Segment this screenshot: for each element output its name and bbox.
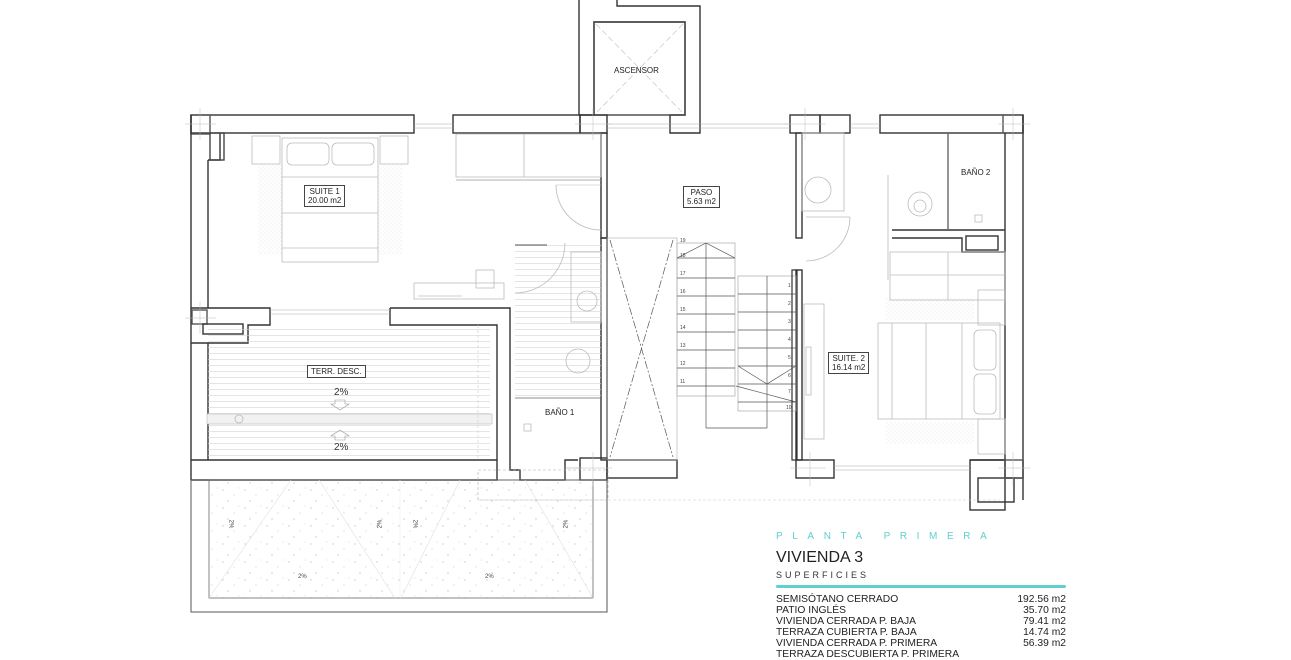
label-paso: PASO 5.63 m2 [683, 186, 720, 208]
slope-roof-6: 2% [485, 574, 494, 580]
surface-label: VIVIENDA CERRADA P. BAJA [776, 616, 917, 627]
paso-name: PASO [690, 188, 713, 197]
svg-text:15: 15 [680, 307, 686, 313]
roof-area [190, 469, 1000, 613]
svg-text:18: 18 [680, 253, 686, 259]
svg-text:14: 14 [680, 325, 686, 331]
table-row: PATIO INGLÉS 35.70 m2 [776, 605, 1076, 616]
svg-text:13: 13 [680, 343, 686, 349]
svg-text:19: 19 [680, 238, 686, 244]
surfaces-table: SEMISÓTANO CERRADO 192.56 m2 PATIO INGLÉS… [776, 594, 1076, 660]
paso-area: 5.63 m2 [687, 197, 716, 206]
surface-value: 56.39 m2 [1023, 638, 1066, 649]
surface-value: 79.41 m2 [1023, 616, 1066, 627]
svg-text:3: 3 [788, 319, 791, 325]
surfaces-legend: PLANTA PRIMERA VIVIENDA 3 SUPERFICIES SE… [776, 530, 1076, 660]
surface-label: SEMISÓTANO CERRADO [776, 594, 899, 605]
table-row: TERRAZA DESCUBIERTA P. PRIMERA [776, 649, 1076, 660]
suite1-bed [251, 135, 505, 300]
label-bano2: BAÑO 2 [961, 168, 991, 177]
svg-text:12: 12 [680, 361, 686, 367]
label-bano1: BAÑO 1 [545, 408, 575, 417]
surface-value: 14.74 m2 [1023, 627, 1066, 638]
suite1-name: SUITE 1 [309, 187, 340, 196]
svg-text:17: 17 [680, 271, 686, 277]
door-swing [555, 184, 602, 231]
table-row: VIVIENDA CERRADA P. BAJA 79.41 m2 [776, 616, 1076, 627]
slope-terr-top: 2% [334, 387, 349, 398]
slope-roof-2: 2% [377, 519, 384, 529]
svg-text:10: 10 [786, 405, 792, 411]
label-ascensor: ASCENSOR [614, 66, 659, 75]
surface-label: TERRAZA DESCUBIERTA P. PRIMERA [776, 649, 960, 660]
svg-text:1: 1 [788, 283, 791, 289]
unit-title: VIVIENDA 3 [776, 549, 864, 566]
surface-value: 192.56 m2 [1017, 594, 1066, 605]
svg-text:6: 6 [788, 373, 791, 379]
surface-value [1003, 649, 1076, 660]
slope-roof-4: 2% [563, 519, 570, 529]
surface-value: 35.70 m2 [1023, 605, 1066, 616]
bano2-fixtures [801, 132, 1006, 301]
slope-roof-5: 2% [298, 574, 307, 580]
table-row: TERRAZA CUBIERTA P. BAJA 14.74 m2 [776, 627, 1076, 638]
bano1-fixtures [514, 242, 602, 432]
surface-label: TERRAZA CUBIERTA P. BAJA [776, 627, 917, 638]
slope-roof-3: 2% [411, 519, 418, 529]
svg-text:5: 5 [788, 355, 791, 361]
slope-terr-bottom: 2% [334, 442, 349, 453]
table-row: SEMISÓTANO CERRADO 192.56 m2 [776, 594, 1076, 605]
slope-roof-1: 2% [227, 519, 234, 529]
stair-void [606, 237, 678, 461]
plan-title: PLANTA PRIMERA [776, 531, 997, 542]
suite2-bed [803, 289, 1006, 455]
accent-divider [776, 585, 1066, 588]
closet [455, 133, 602, 181]
windows [270, 123, 970, 471]
surface-label: VIVIENDA CERRADA P. PRIMERA [776, 638, 938, 649]
staircase [676, 242, 798, 461]
surface-label: PATIO INGLÉS [776, 605, 846, 616]
surfaces-header: SUPERFICIES [776, 570, 870, 580]
column-markers [185, 108, 1030, 486]
svg-text:2: 2 [788, 301, 791, 307]
svg-text:11: 11 [680, 379, 685, 385]
suite2-area: 16.14 m2 [832, 363, 866, 372]
svg-text:4: 4 [788, 337, 791, 343]
svg-text:7: 7 [788, 389, 791, 395]
label-terr-desc: TERR. DESC. [307, 365, 366, 378]
label-suite1: SUITE 1 20.00 m2 [304, 185, 346, 207]
label-suite2: SUITE. 2 16.14 m2 [828, 352, 870, 374]
suite1-area: 20.00 m2 [308, 196, 342, 205]
table-row: VIVIENDA CERRADA P. PRIMERA 56.39 m2 [776, 638, 1076, 649]
stair-numbers: 19 18 17 16 15 14 13 12 11 1 2 3 4 5 6 7… [680, 238, 792, 411]
terrace [206, 325, 493, 460]
suite2-name: SUITE. 2 [832, 354, 865, 363]
svg-text:16: 16 [680, 289, 686, 295]
